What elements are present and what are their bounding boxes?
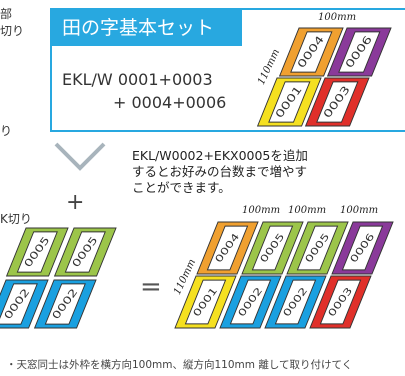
equals-sign: =	[140, 272, 162, 302]
addition-note-line-1: EKL/W0002+EKX0005を追加	[132, 148, 308, 163]
footnote: ・天窓同士は外枠を横方向100mm、縦方向110mm 離して取り付けてく	[6, 359, 353, 371]
cropped-text-fragment: 切り	[0, 24, 25, 38]
cropped-text-fragment: K切り	[0, 212, 32, 226]
result-flashing-top-4: 0006	[331, 221, 394, 275]
cropped-text-fragment: 部	[0, 7, 13, 21]
result-flashing-bottom-4: 0003	[309, 275, 372, 329]
result-flashing-bottom-2: 0002	[219, 275, 282, 329]
flashing-0002: 0002	[0, 279, 49, 329]
plus-sign: +	[66, 190, 85, 215]
basic-set-title: 田の字基本セット	[52, 10, 242, 46]
result-flashing-top-1: 0004	[196, 221, 259, 275]
result-flashing-bottom-3: 0002	[264, 275, 327, 329]
addition-note-line-3: ことができます。	[132, 180, 231, 195]
flashing-0006: 0006	[326, 27, 392, 77]
flashing-0004: 0004	[278, 27, 344, 77]
result-flashing-top-3: 0005	[286, 221, 349, 275]
top-width-dimension: 100mm	[318, 12, 357, 23]
set-product-line-2: + 0004+0006	[113, 93, 227, 112]
addition-note-line-2: するとお好みの台数まで増やす	[132, 164, 308, 179]
flashing-0001: 0001	[256, 77, 322, 127]
result-width-dimension-2: 100mm	[288, 205, 327, 216]
flashing-0003: 0003	[304, 77, 370, 127]
result-width-dimension-1: 100mm	[242, 205, 281, 216]
result-flashing-top-2: 0005	[241, 221, 304, 275]
flashing-0005: 0005	[5, 227, 69, 277]
cropped-text-fragment: り	[0, 124, 13, 138]
result-width-dimension-3: 100mm	[340, 205, 379, 216]
set-product-line-1: EKL/W 0001+0003	[62, 70, 213, 89]
flashing-0002: 0002	[33, 279, 97, 329]
down-arrow-icon	[54, 142, 106, 171]
flashing-0005: 0005	[53, 227, 117, 277]
result-flashing-bottom-1: 0001	[174, 275, 237, 329]
